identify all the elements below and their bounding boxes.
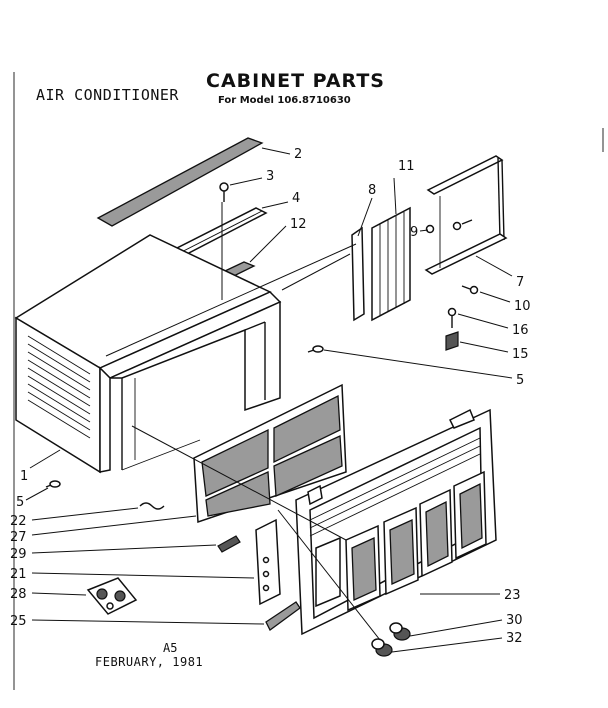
part-8-side-bracket <box>351 226 365 322</box>
callout-30: 30 <box>506 613 523 628</box>
callout-3: 3 <box>266 169 274 184</box>
model-subtitle: For Model 106.8710630 <box>218 95 351 106</box>
part-9-screws <box>425 219 473 234</box>
callout-5-right: 5 <box>516 373 524 388</box>
part-15-clip <box>445 331 459 351</box>
callout-10: 10 <box>514 299 531 314</box>
callout-25: 25 <box>10 614 27 629</box>
callout-5-left: 5 <box>16 495 24 510</box>
part-5-screw-left <box>45 480 61 488</box>
callout-23: 23 <box>504 588 521 603</box>
part-10-screw <box>461 285 479 295</box>
part-27-filter <box>193 383 347 524</box>
callout-8: 8 <box>368 183 376 198</box>
page-date: FEBRUARY, 1981 <box>95 655 204 669</box>
callout-32: 32 <box>506 631 523 646</box>
callout-9: 9 <box>410 225 418 240</box>
part-7-rail-frame <box>424 155 508 275</box>
appliance-title: AIR CONDITIONER <box>36 86 179 104</box>
callout-2: 2 <box>294 147 302 162</box>
part-21-control-plate <box>255 518 281 606</box>
callout-16: 16 <box>512 323 529 338</box>
callout-7: 7 <box>516 275 524 290</box>
callout-4: 4 <box>292 191 300 206</box>
callout-1: 1 <box>20 469 28 484</box>
part-16-screw <box>447 307 457 328</box>
callout-15: 15 <box>512 347 529 362</box>
part-11-side-curtain <box>371 206 411 322</box>
part-32-knob <box>371 638 393 657</box>
part-22-spring-clip <box>139 502 165 510</box>
part-23-front-grille <box>295 408 497 636</box>
callout-labels: 2 3 4 12 11 8 9 7 10 16 15 5 1 5 22 27 2… <box>10 147 531 646</box>
callout-27: 27 <box>10 530 27 545</box>
part-5-screw-right <box>307 345 324 353</box>
part-1-cabinet <box>14 234 282 474</box>
part-2-top-seal-strip <box>96 137 264 227</box>
page-code: A5 <box>163 641 178 655</box>
callout-11: 11 <box>398 159 415 174</box>
callout-29: 29 <box>10 547 27 562</box>
diagram-title: CABINET PARTS <box>206 70 385 92</box>
callout-12: 12 <box>290 217 307 232</box>
callout-22: 22 <box>10 514 27 529</box>
part-25-base-strip <box>265 601 301 631</box>
callout-21: 21 <box>10 567 27 582</box>
part-3-screw <box>219 182 229 202</box>
part-28-switch-block <box>86 577 138 615</box>
part-29-clip <box>217 535 241 553</box>
callout-28: 28 <box>10 587 27 602</box>
leader-lines <box>25 147 513 653</box>
part-30-knob <box>389 622 411 641</box>
